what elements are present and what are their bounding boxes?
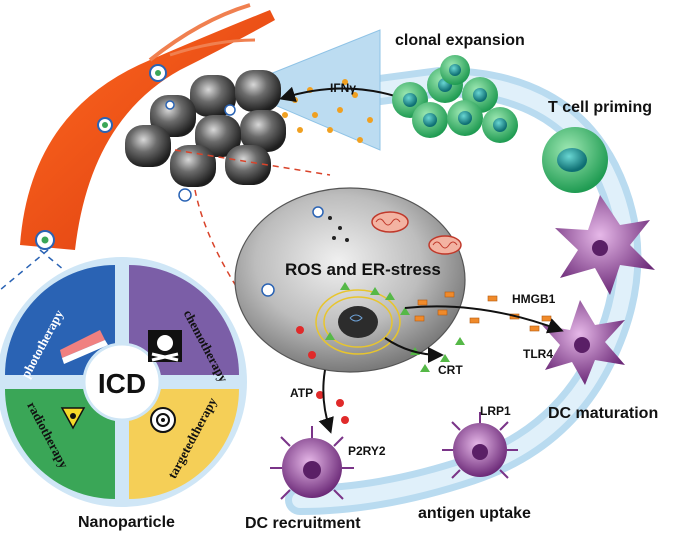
hmgb1-label: HMGB1 — [512, 292, 556, 306]
mitochondrion-icon — [371, 211, 409, 233]
nanoparticle-icon — [312, 206, 324, 218]
icd-wheel: ICD phototherapy chemotherapy radiothera… — [0, 257, 247, 507]
zoom-line-blue — [39, 249, 101, 301]
radiation-icon — [60, 407, 86, 430]
quadrant-radiotherapy — [5, 389, 115, 499]
primed-t-cell — [542, 127, 608, 193]
atp-label: ATP — [290, 386, 313, 400]
t-cell-cluster — [392, 55, 518, 143]
nanoparticle-icon — [261, 283, 275, 297]
dc-maturation-label: DC maturation — [548, 405, 658, 422]
dc-recruitment-label: DC recruitment — [245, 515, 361, 532]
tlr4-label: TLR4 — [523, 347, 553, 361]
zoom-line-blue — [0, 249, 49, 291]
antigen-uptake-label: antigen uptake — [418, 505, 531, 522]
crt-arrow — [384, 337, 444, 363]
dendritic-cell-recruitment — [270, 426, 354, 500]
atp-dots — [296, 326, 349, 424]
lrp1-label: LRP1 — [480, 404, 511, 418]
tumor-cell-cluster — [125, 70, 286, 202]
nucleus-er — [315, 289, 401, 355]
ifn-label: IFNγ — [330, 81, 356, 95]
zoom-lines — [174, 149, 331, 301]
hmgb1-arrow — [404, 305, 564, 334]
ros-dots — [328, 216, 349, 242]
ifn-dots — [282, 79, 373, 143]
nanoparticle-label: Nanoparticle — [78, 514, 175, 531]
icd-center-label: ICD — [98, 368, 146, 399]
light-beam-icon — [60, 330, 108, 364]
mitochondrion-icon — [428, 235, 462, 255]
clonal-expansion-label: clonal expansion — [395, 32, 525, 49]
dendritic-cell-uptake — [442, 412, 518, 479]
ros-er-stress-label: ROS and ER-stress — [285, 260, 441, 279]
tumor-cell-zoom — [234, 187, 552, 424]
p2ry2-label: P2RY2 — [348, 444, 386, 458]
blood-vessel — [20, 3, 275, 250]
crt-label: CRT — [438, 363, 463, 377]
dendritic-cell-top — [555, 195, 655, 295]
t-cell-priming-label: T cell priming — [548, 99, 652, 116]
atp-arrow — [318, 369, 334, 434]
target-icon — [150, 407, 176, 433]
skull-crossbones-icon — [148, 330, 182, 362]
ifn-arrow — [279, 86, 396, 103]
dendritic-cell-maturation — [542, 300, 625, 385]
